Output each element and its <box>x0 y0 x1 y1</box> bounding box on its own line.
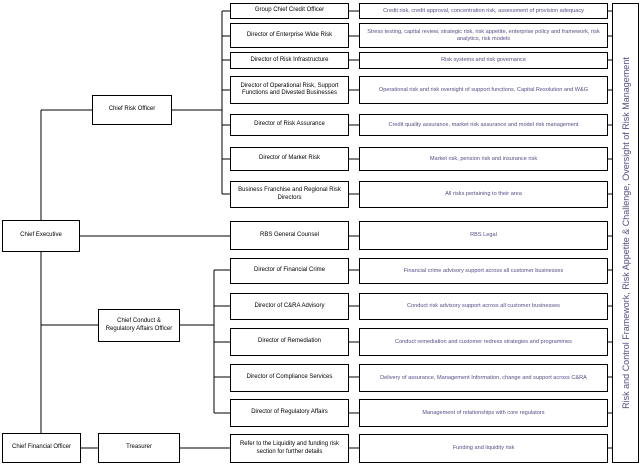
role-box: Director of C&RA Advisory <box>230 293 349 320</box>
side-label-box: Risk and Control Framework, Risk Appetit… <box>612 3 639 463</box>
role-box: Director of Risk Infrastructure <box>230 52 349 69</box>
description-box: Credit quality assurance, market risk as… <box>359 114 608 136</box>
role-box: Director of Regulatory Affairs <box>230 399 349 427</box>
role-box: Director of Financial Crime <box>230 258 349 284</box>
description-box: Operational risk and risk oversight of s… <box>359 76 608 104</box>
description-box: Funding and liquidity risk <box>359 434 608 463</box>
description-box: Market risk, pension risk and insurance … <box>359 147 608 171</box>
description-box: Financial crime advisory support across … <box>359 258 608 284</box>
side-label-text: Risk and Control Framework, Risk Appetit… <box>620 57 631 409</box>
description-box: Credit risk, credit approval, concentrat… <box>359 3 608 19</box>
role-box: Director of Risk Assurance <box>230 114 349 136</box>
role-box: RBS General Counsel <box>230 221 349 250</box>
description-box: Management of relationships with core re… <box>359 399 608 427</box>
chief-financial-officer-box: Chief Financial Officer <box>2 433 81 463</box>
chief-executive-box: Chief Executive <box>2 220 80 252</box>
description-box: Risk systems and risk governance <box>359 52 608 69</box>
role-box: Director of Market Risk <box>230 147 349 171</box>
treasurer-box: Treasurer <box>98 433 180 463</box>
description-box: All risks pertaining to their area <box>359 181 608 208</box>
role-box: Director of Operational Risk, Support Fu… <box>230 76 349 104</box>
description-box: Delivery of assurance, Management Inform… <box>359 364 608 392</box>
role-box: Business Franchise and Regional Risk Dir… <box>230 181 349 208</box>
role-box: Refer to the Liquidity and funding risk … <box>230 434 349 463</box>
description-box: Conduct remediation and customer redress… <box>359 328 608 356</box>
description-box: Conduct risk advisory support across all… <box>359 293 608 320</box>
chief-risk-officer-box: Chief Risk Officer <box>92 95 172 125</box>
role-box: Director of Enterprise Wide Risk <box>230 23 349 48</box>
role-box: Group Chief Credit Officer <box>230 3 349 19</box>
role-box: Director of Compliance Services <box>230 364 349 392</box>
description-box: Stress testing, capital review, strategi… <box>359 23 608 48</box>
chief-conduct-officer-box: Chief Conduct & Regulatory Affairs Offic… <box>98 309 180 342</box>
role-box: Director of Remediation <box>230 328 349 356</box>
description-box: RBS Legal <box>359 221 608 250</box>
